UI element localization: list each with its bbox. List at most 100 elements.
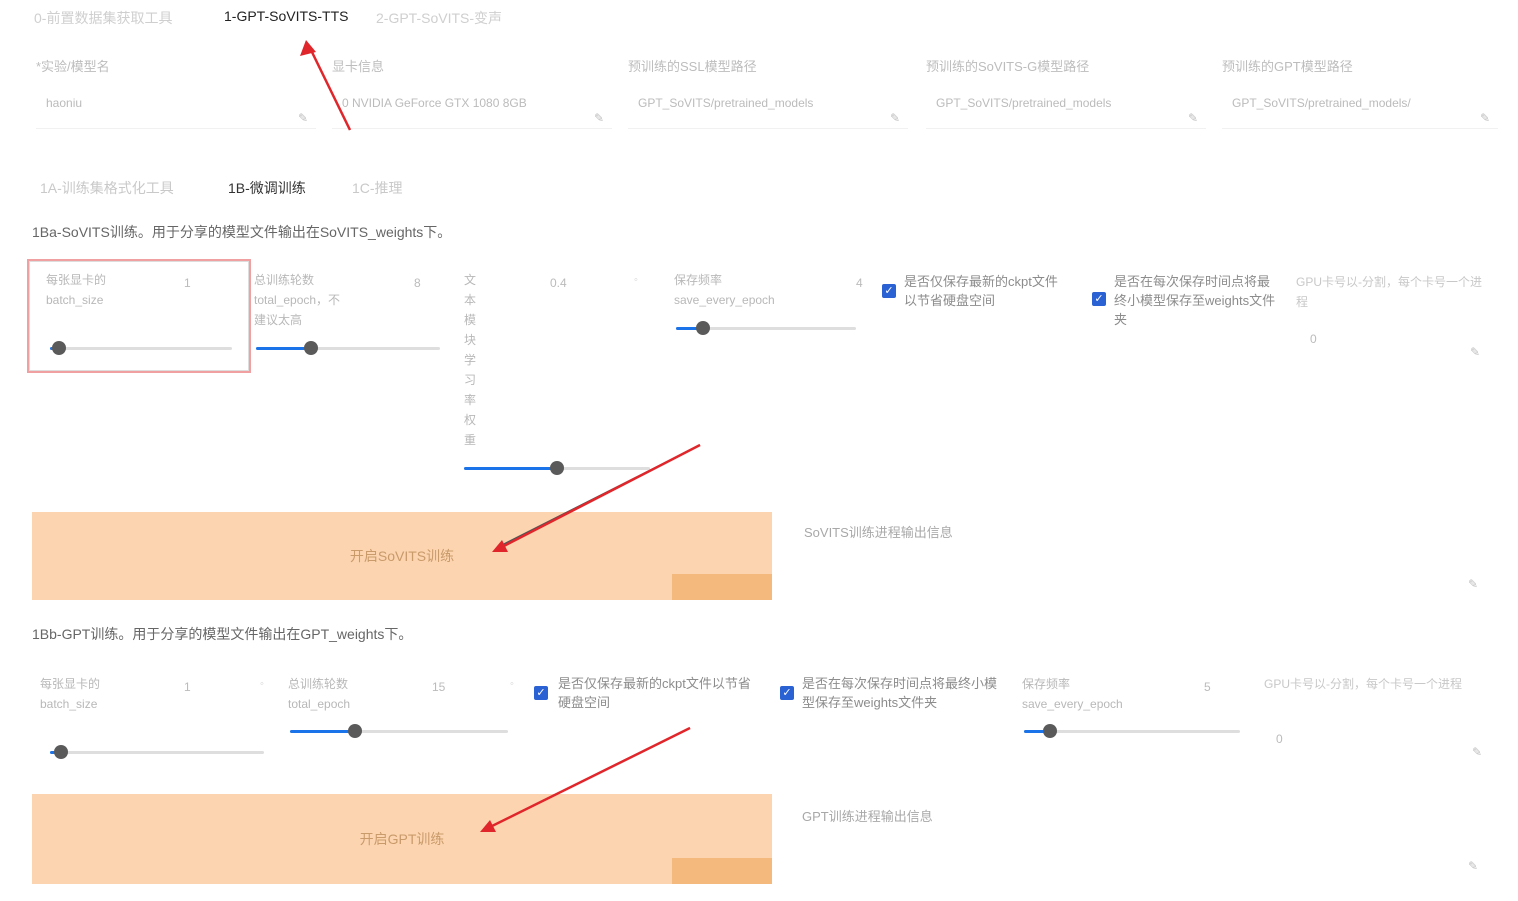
slider-handle[interactable] [1042,724,1057,738]
edit-pencil-icon: ✎ [298,111,309,125]
start-sovits-training-label: 开启SoVITS训练 [349,548,455,564]
gpt-total-epoch-label: 总训练轮数total_epoch [288,677,351,711]
slider-fill [256,347,312,350]
tab-gpt-sovits-tts[interactable]: 1-GPT-SoVITS-TTS [224,8,349,24]
experiment-name-value: haoniu [46,96,83,110]
slider-track[interactable] [50,745,264,759]
experiment-name-input[interactable]: haoniu ✎ [36,88,316,129]
gpt-gpu-label: GPU卡号以-分割，每个卡号一个进程 [1264,677,1463,691]
sovits-total-epoch-slider[interactable]: 总训练轮数total_epoch，不建议太高 8 [254,268,444,360]
slider-track[interactable] [464,461,650,475]
slider-handle[interactable] [53,745,68,759]
sovits-save-latest-checkbox[interactable]: ✓ [882,284,896,298]
slider-track[interactable] [290,724,508,738]
slider-fill [676,327,703,330]
button-accent-strip [672,574,772,600]
gpt-save-latest-checkbox[interactable]: ✓ [534,686,548,700]
gpt-section-title: 1Bb-GPT训练。用于分享的模型文件输出在GPT_weights下。 [32,626,413,642]
slider-step-marker: ◦ [260,678,264,690]
slider-handle[interactable] [348,724,363,738]
slider-track[interactable] [1024,724,1240,738]
start-gpt-training-button[interactable]: 开启GPT训练 [32,794,772,884]
gpt-output-box[interactable]: ✎ [790,794,1488,884]
sovits-batch-size-label: 每张显卡的batch_size [46,273,107,307]
slider-track[interactable] [676,321,856,335]
gpt-save-weights-checkbox[interactable]: ✓ [780,686,794,700]
subtab-inference[interactable]: 1C-推理 [352,180,403,196]
edit-pencil-icon: ✎ [890,111,901,125]
gpt-batch-size-slider[interactable]: 每张显卡的batch_size 1 ◦ [36,674,272,759]
tab-dataset-tools[interactable]: 0-前置数据集获取工具 [34,10,173,26]
sovits-gpu-value: 0 [1310,332,1317,346]
edit-pencil-icon: ✎ [1468,577,1479,591]
sovits-text-lr-slider[interactable]: 文本模块学习率权重 0.4 ◦ [462,268,662,478]
sovits-batch-size-slider[interactable]: 每张显卡的batch_size 1 [36,268,236,360]
sovits-section-title: 1Ba-SoVITS训练。用于分享的模型文件输出在SoVITS_weights下… [32,224,452,240]
start-gpt-training-label: 开启GPT训练 [359,831,445,847]
sovits-gpu-label: GPU卡号以-分割，每个卡号一个进程 [1296,275,1483,309]
sovits-g-path-value: GPT_SoVITS/pretrained_models [936,96,1112,110]
sovits-save-latest-label: 是否仅保存最新的ckpt文件以节省硬盘空间 [904,274,1058,308]
sovits-save-every-label: 保存频率save_every_epoch [674,273,775,307]
sovits-total-epoch-value[interactable]: 8 [414,276,421,290]
slider-step-marker: ◦ [510,678,514,690]
focus-frame [27,259,251,373]
sovits-text-lr-label: 文本模块学习率权重 [464,273,477,447]
gpt-gpu-input[interactable]: 0 ✎ [1264,722,1490,762]
slider-track[interactable] [256,341,440,355]
start-sovits-training-button[interactable]: 开启SoVITS训练 [32,512,772,600]
gpt-save-every-label: 保存频率save_every_epoch [1022,677,1123,711]
tab-gpt-sovits-voice-change[interactable]: 2-GPT-SoVITS-变声 [376,10,503,26]
gpu-info-input[interactable]: 0 NVIDIA GeForce GTX 1080 8GB ✎ [332,88,612,129]
sovits-save-every-value[interactable]: 4 [856,276,863,290]
edit-pencil-icon: ✎ [1470,345,1481,359]
edit-pencil-icon: ✎ [1472,745,1483,759]
slider-handle[interactable] [696,321,710,335]
experiment-name-label: *实验/模型名 [36,59,110,74]
slider-track[interactable] [50,341,232,355]
sovits-g-path-input[interactable]: GPT_SoVITS/pretrained_models ✎ [926,88,1206,129]
sovits-output-box[interactable]: ✎ [790,512,1488,600]
gpt-save-every-slider[interactable]: 保存频率save_every_epoch 5 [1020,674,1242,746]
gpt-model-path-label: 预训练的GPT模型路径 [1222,59,1353,74]
ssl-model-path-value: GPT_SoVITS/pretrained_models [638,96,814,110]
slider-fill [290,730,356,733]
gpu-info-label: 显卡信息 [332,59,385,74]
sovits-save-weights-label: 是否在每次保存时间点将最终小模型保存至weights文件夹 [1114,274,1276,327]
slider-handle[interactable] [52,341,67,355]
sovits-output-label: SoVITS训练进程输出信息 [804,525,953,540]
gpt-batch-size-value[interactable]: 1 [184,680,191,694]
button-accent-strip [672,858,772,884]
gpt-model-path-input[interactable]: GPT_SoVITS/pretrained_models/ ✎ [1222,88,1498,129]
sovits-batch-size-value[interactable]: 1 [184,276,191,290]
slider-handle[interactable] [304,341,319,355]
gpt-save-weights-label: 是否在每次保存时间点将最终小模型保存至weights文件夹 [802,676,998,710]
sovits-gpu-input[interactable]: 0 ✎ [1296,322,1488,362]
edit-pencil-icon: ✎ [594,111,605,125]
edit-pencil-icon: ✎ [1468,859,1479,873]
slider-fill [1024,730,1050,733]
slider-handle[interactable] [550,461,564,475]
annotation-arrow-tab-head [300,40,316,56]
ssl-model-path-input[interactable]: GPT_SoVITS/pretrained_models ✎ [628,88,908,129]
subtab-finetune[interactable]: 1B-微调训练 [228,180,306,196]
gpt-batch-size-label: 每张显卡的batch_size [40,677,101,711]
gpt-save-every-value[interactable]: 5 [1204,680,1211,694]
slider-fill [464,467,557,470]
sovits-g-path-label: 预训练的SoVITS-G模型路径 [926,59,1090,74]
sovits-save-every-slider[interactable]: 保存频率save_every_epoch 4 [672,268,863,348]
gpt-save-latest-label: 是否仅保存最新的ckpt文件以节省硬盘空间 [558,676,751,710]
gpt-gpu-value: 0 [1276,732,1283,746]
sovits-text-lr-value[interactable]: 0.4 [550,276,567,290]
gpt-total-epoch-value[interactable]: 15 [432,680,446,694]
gpt-model-path-value: GPT_SoVITS/pretrained_models/ [1232,96,1411,110]
edit-pencil-icon: ✎ [1480,111,1491,125]
sovits-save-weights-checkbox[interactable]: ✓ [1092,292,1106,306]
edit-pencil-icon: ✎ [1188,111,1199,125]
ssl-model-path-label: 预训练的SSL模型路径 [628,59,757,74]
sovits-total-epoch-label: 总训练轮数total_epoch，不建议太高 [254,273,341,327]
gpt-total-epoch-slider[interactable]: 总训练轮数total_epoch 15 ◦ [288,674,518,746]
gpu-info-value: 0 NVIDIA GeForce GTX 1080 8GB [342,96,527,110]
subtab-dataset-format[interactable]: 1A-训练集格式化工具 [40,180,174,196]
